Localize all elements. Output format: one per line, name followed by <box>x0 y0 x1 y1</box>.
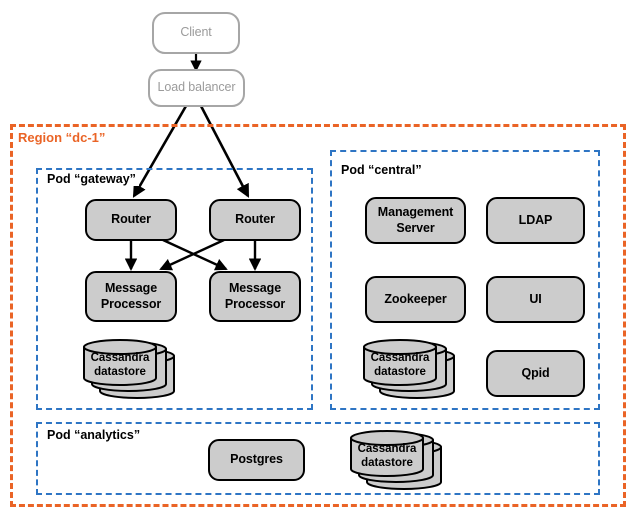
node-message-processor-2[interactable]: Message Processor <box>209 271 301 322</box>
pod-analytics <box>36 422 600 495</box>
cylinder-front-1 <box>83 339 157 386</box>
pod-gateway <box>36 168 313 410</box>
node-ldap[interactable]: LDAP <box>486 197 585 244</box>
node-management-server-line-2: Server <box>396 220 435 235</box>
node-message-processor-2-line-2: Processor <box>224 296 286 311</box>
node-zookeeper[interactable]: Zookeeper <box>365 276 466 323</box>
node-router-1[interactable]: Router <box>85 199 177 241</box>
cylinder-front-1 <box>363 339 437 386</box>
region-label-dc-1: Region “dc-1” <box>16 130 108 145</box>
node-client[interactable]: Client <box>152 12 240 54</box>
node-message-processor-2-line-1: Message <box>228 280 282 295</box>
datastore-cassandra-analytics[interactable]: Cassandra datastore <box>343 429 468 493</box>
datastore-cassandra-central[interactable]: Cassandra datastore <box>356 338 481 402</box>
pod-label-gateway: Pod “gateway” <box>44 172 139 186</box>
connector-router-2-to-mp-1 <box>159 238 225 271</box>
node-qpid[interactable]: Qpid <box>486 350 585 397</box>
node-router-2[interactable]: Router <box>209 199 301 241</box>
node-message-processor-1[interactable]: Message Processor <box>85 271 177 322</box>
connector-lb-to-router-2 <box>199 105 250 198</box>
connector-lb-to-router-1 <box>132 105 188 198</box>
node-ui[interactable]: UI <box>486 276 585 323</box>
pod-label-analytics: Pod “analytics” <box>44 428 144 442</box>
pod-central <box>330 150 600 410</box>
node-management-server[interactable]: Management Server <box>365 197 466 244</box>
node-message-processor-1-line-2: Processor <box>100 296 162 311</box>
node-message-processor-1-line-1: Message <box>104 280 158 295</box>
pod-label-central: Pod “central” <box>338 163 425 177</box>
datastore-cassandra-gateway[interactable]: Cassandra datastore <box>76 338 201 402</box>
region-dc-1 <box>10 124 626 507</box>
node-load-balancer[interactable]: Load balancer <box>148 69 245 107</box>
node-postgres[interactable]: Postgres <box>208 439 305 481</box>
node-management-server-line-1: Management <box>377 204 454 219</box>
cylinder-front-1 <box>350 430 424 477</box>
